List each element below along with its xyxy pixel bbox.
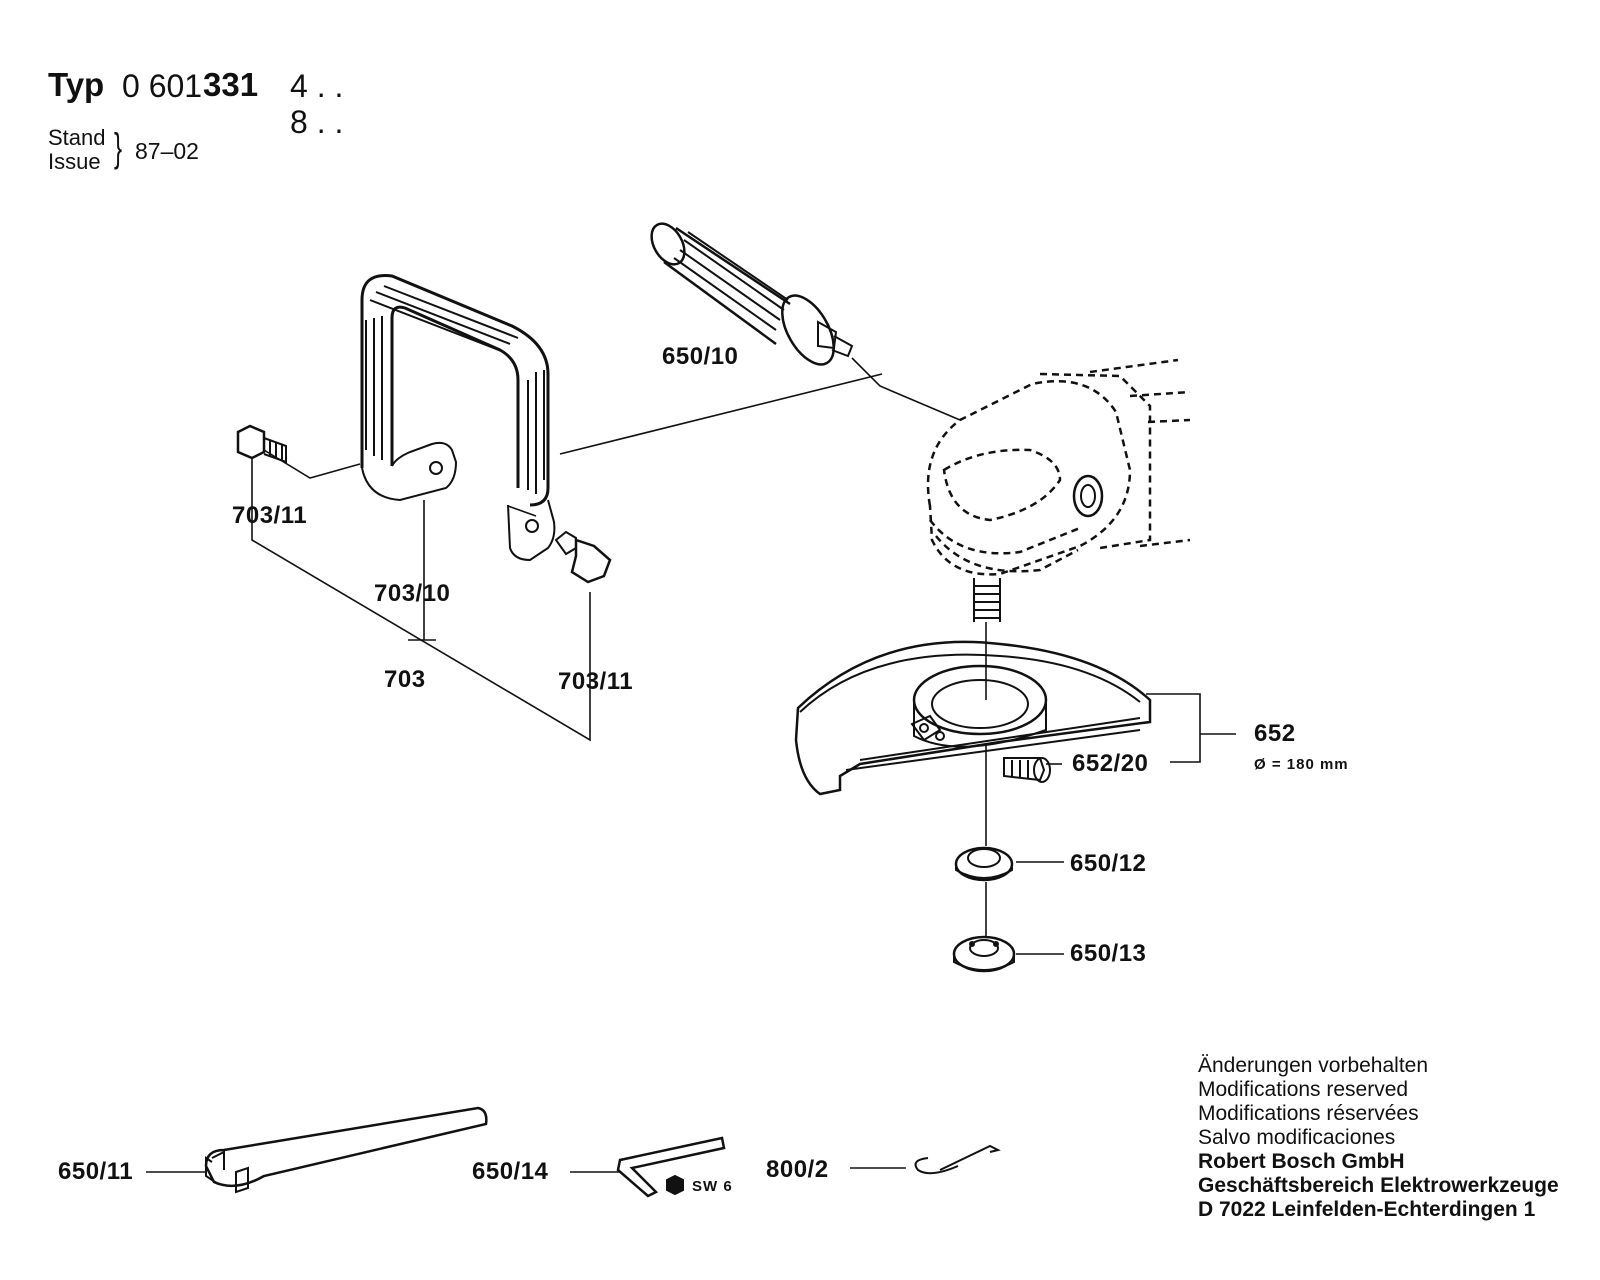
grinder-adjust-knob bbox=[1072, 474, 1104, 518]
brace-icon: } bbox=[114, 126, 123, 170]
type-number-prefix: 0 601 bbox=[122, 68, 203, 104]
part-label-650-12: 650/12 bbox=[1070, 850, 1147, 877]
part-label-800-2: 800/2 bbox=[766, 1156, 829, 1183]
type-variant-1: 4 . . bbox=[290, 68, 344, 104]
part-label-703-10: 703/10 bbox=[374, 580, 451, 607]
screw-652-20 bbox=[1003, 757, 1051, 783]
part-label-703-11-right: 703/11 bbox=[558, 668, 634, 695]
flange-650-12 bbox=[954, 846, 1014, 882]
guard-652 bbox=[794, 640, 1152, 796]
part-label-652: 652 bbox=[1254, 720, 1296, 747]
footer-line-de: Änderungen vorbehalten bbox=[1198, 1054, 1429, 1077]
stand-issue-labels: Stand Issue bbox=[48, 126, 106, 174]
screw-703-11-right bbox=[554, 530, 612, 584]
clamp-nut-650-13 bbox=[952, 935, 1016, 973]
hex-size-note: SW 6 bbox=[692, 1178, 733, 1195]
part-label-650-13: 650/13 bbox=[1070, 940, 1147, 967]
hex-key-650-14 bbox=[616, 1136, 726, 1198]
pin-wrench-650-11 bbox=[204, 1106, 488, 1194]
stand-label: Stand bbox=[48, 125, 106, 150]
hex-symbol-icon bbox=[666, 1174, 684, 1196]
leader-lines bbox=[146, 357, 1236, 1173]
issue-label: Issue bbox=[48, 149, 101, 174]
screw-703-11-left bbox=[236, 424, 287, 464]
part-label-703-11-left: 703/11 bbox=[232, 502, 308, 529]
footer-line-es: Salvo modificaciones bbox=[1198, 1126, 1396, 1149]
d-handle-703-10 bbox=[360, 274, 556, 562]
grinder-spindle bbox=[973, 578, 1001, 622]
angle-grinder-body bbox=[926, 358, 1191, 576]
footer-notes: Änderungen vorbehalten Modifications res… bbox=[1198, 1054, 1559, 1222]
footer-line-en: Modifications reserved bbox=[1198, 1078, 1409, 1101]
part-label-703: 703 bbox=[384, 666, 426, 693]
type-variant-2: 8 . . bbox=[290, 104, 344, 140]
part-label-652-20: 652/20 bbox=[1072, 750, 1149, 777]
part-label-650-11: 650/11 bbox=[58, 1158, 134, 1185]
footer-division: Geschäftsbereich Elektrowerkzeuge bbox=[1198, 1174, 1559, 1197]
type-number-bold: 331 bbox=[203, 66, 259, 103]
footer-address: D 7022 Leinfelden-Echterdingen 1 bbox=[1198, 1198, 1536, 1221]
footer-company: Robert Bosch GmbH bbox=[1198, 1150, 1405, 1173]
type-label: Typ bbox=[48, 66, 105, 103]
part-label-650-10: 650/10 bbox=[662, 343, 739, 370]
guard-diameter-note: Ø = 180 mm bbox=[1254, 756, 1349, 773]
lock-pin-800-2 bbox=[914, 1144, 1001, 1175]
side-handle-650-10 bbox=[650, 222, 854, 366]
part-label-650-14: 650/14 bbox=[472, 1158, 549, 1185]
issue-date: 87–02 bbox=[135, 138, 199, 164]
footer-line-fr: Modifications réservées bbox=[1198, 1102, 1419, 1125]
